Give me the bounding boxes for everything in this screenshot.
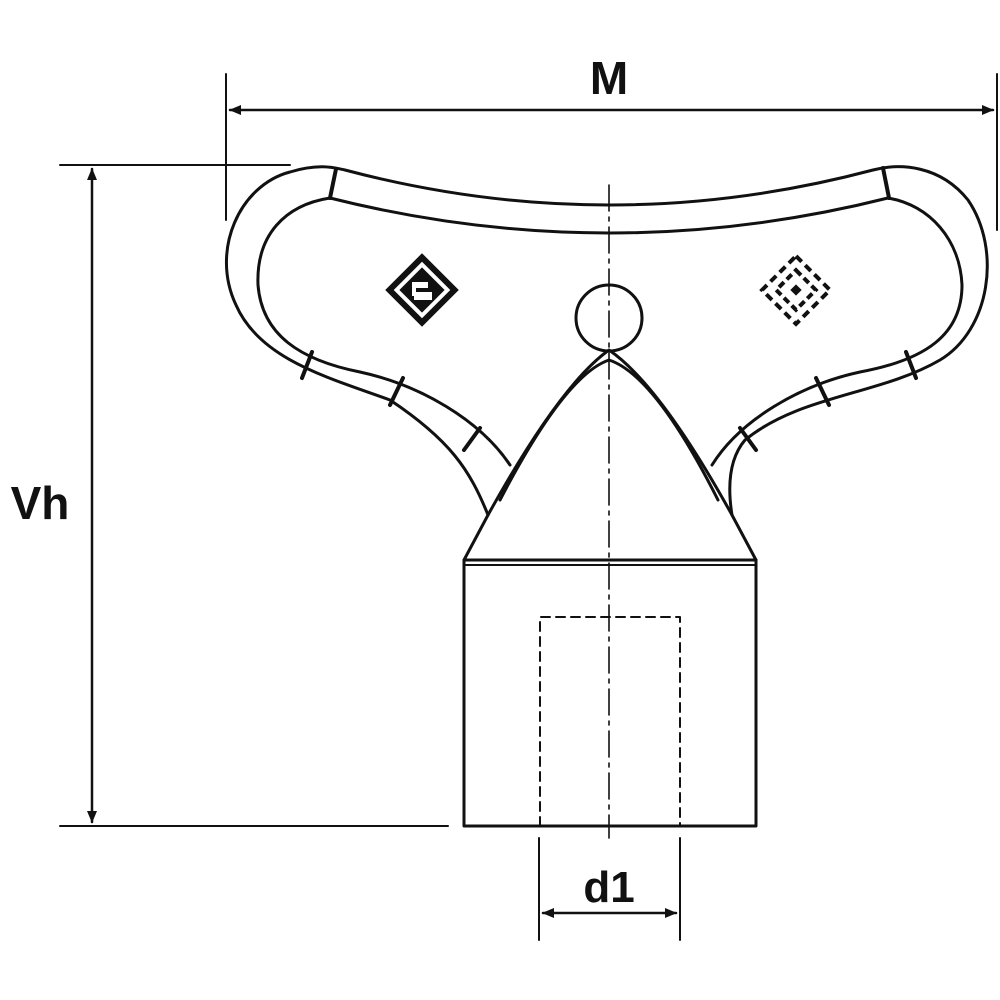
grip-segment-line [462,426,482,452]
dimension-vh: Vh [11,164,449,827]
vh-label: Vh [11,477,70,529]
dimension-d1: d1 [538,837,681,941]
grip-segment-line [814,376,831,407]
handle-outer-outline [225,165,989,517]
cone-outer-edge [486,348,734,517]
grip-segment-line [881,166,891,200]
handle-inner-outline [256,196,964,467]
key-body [225,165,989,839]
dashed-diamond-logo-icon [759,253,833,327]
m-label: M [590,52,628,104]
dimension-m: M [225,52,998,231]
grip-segment-line [388,376,405,407]
grip-segment-line [904,350,918,380]
grip-segment-line [738,426,758,452]
cone-taper-right [730,513,758,562]
square-s-logo-icon [385,253,459,327]
grip-segment-line [328,167,338,200]
grip-segment-line [300,350,314,380]
d1-label: d1 [583,863,634,912]
hidden-bore [539,616,681,827]
socket-shank [462,558,758,828]
cone-taper-left [462,513,490,562]
